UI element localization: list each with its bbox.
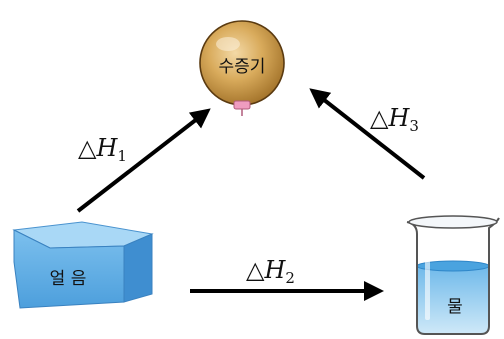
balloon-knot [234,101,250,109]
label-delta-h2: △H2 [246,256,295,287]
label-delta-h1: △H1 [78,134,127,165]
label-delta-h3: △H3 [370,104,419,135]
ice-side-face [124,234,152,302]
vapor-label: 수증기 [219,57,266,77]
ice-label: 얼 음 [50,269,87,289]
water-beaker-node: 물 [407,216,499,334]
balloon-highlight [216,37,240,51]
vapor-balloon-node: 수증기 [200,21,284,116]
water-label: 물 [447,297,463,317]
beaker-glare [425,234,430,320]
ice-block-node: 얼 음 [14,222,152,308]
beaker-rim [409,216,497,228]
